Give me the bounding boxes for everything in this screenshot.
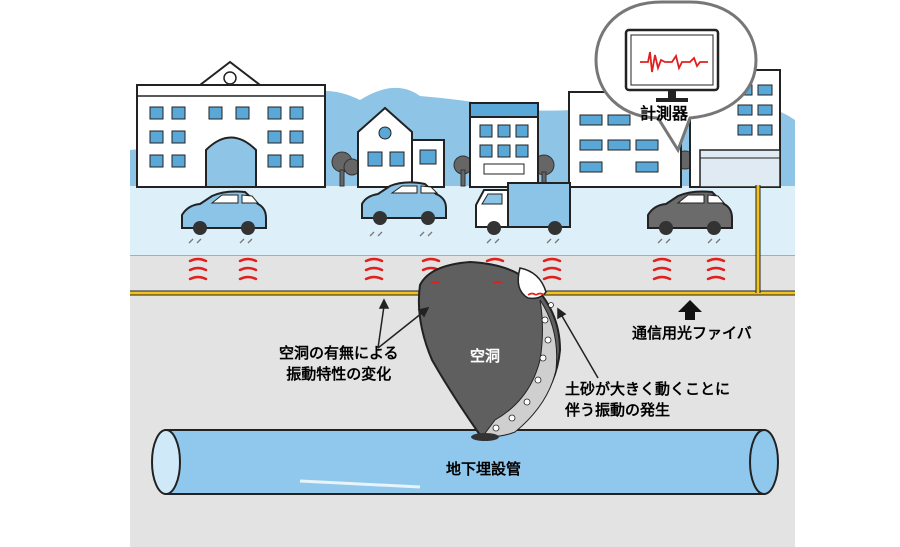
cavity-effect-line2: 振動特性の変化 — [286, 365, 392, 383]
cavity-effect-line1: 空洞の有無による — [279, 344, 399, 362]
car-icon — [647, 190, 733, 235]
truck-icon — [475, 182, 571, 235]
car-icon — [361, 181, 447, 225]
fiber-label: 通信用光ファイバ — [632, 324, 752, 342]
school-building-icon — [136, 60, 326, 188]
cavity-shape — [417, 260, 562, 441]
cavity-label: 空洞 — [470, 347, 501, 365]
meter-label: 計測器 — [640, 104, 689, 123]
arrow-up-icon — [678, 300, 702, 320]
soil-line2: 伴う振動の発生 — [565, 401, 671, 419]
cavity-effect-label: 空洞の有無による 振動特性の変化 — [279, 343, 399, 385]
apartment-icon — [469, 102, 539, 188]
monitor-icon — [624, 28, 720, 102]
car-icon — [181, 190, 267, 235]
callout-lines — [377, 298, 599, 379]
buried-pipe — [151, 429, 779, 495]
wheel-vibration-marks — [188, 231, 721, 244]
house-icon — [357, 106, 445, 188]
pipe-label: 地下埋設管 — [446, 460, 522, 478]
soil-line1: 土砂が大きく動くことに — [565, 380, 731, 398]
soil-vibration-label: 土砂が大きく動くことに 伴う振動の発生 — [565, 379, 730, 421]
